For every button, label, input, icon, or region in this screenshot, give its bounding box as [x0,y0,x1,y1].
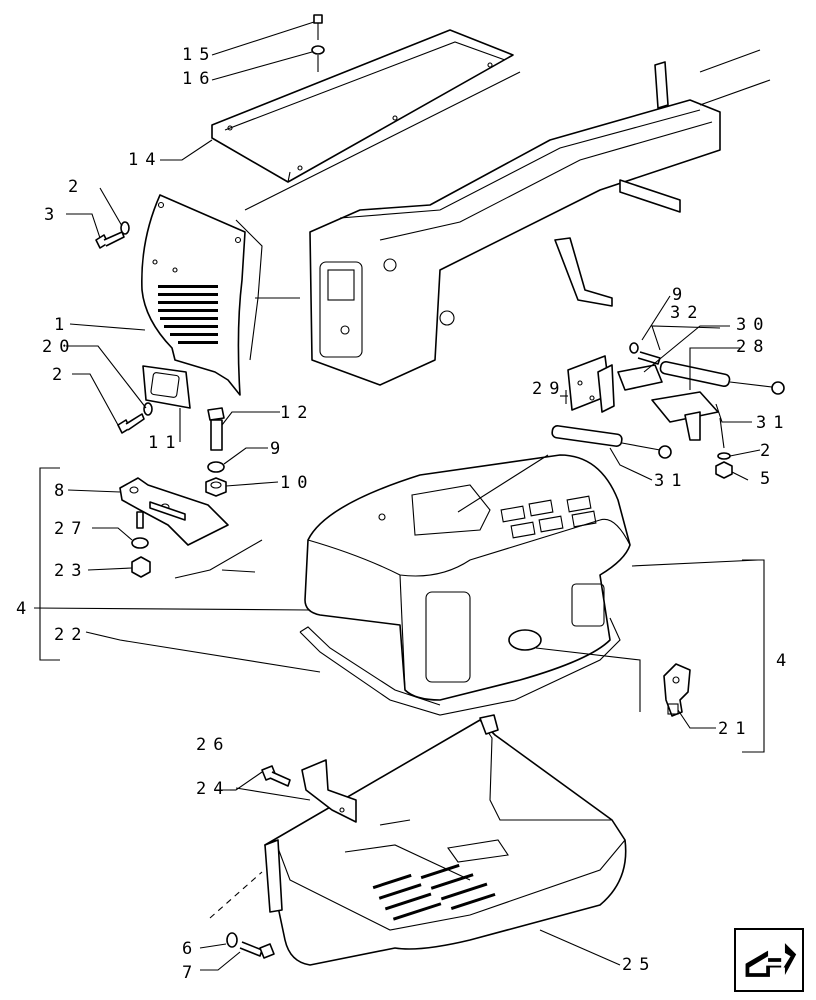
callout-27: 27 [54,519,88,539]
washer-16 [311,45,325,72]
top-cover-plate [211,29,514,183]
callout-32: 32 [670,303,704,323]
bolt-26 [261,765,291,787]
washer-2-top [120,221,130,235]
chassis-frame [244,49,771,386]
callout-31-lower: 31 [654,471,688,491]
grille-panel [141,194,263,396]
nut-23 [131,556,151,578]
callout-9-right: 9 [672,285,682,305]
washer-9-left [207,461,225,473]
bracket-24 [301,759,357,823]
washer-9-right [629,342,639,354]
bolt-12 [207,407,225,451]
callout-29: 29 [532,379,566,399]
callout-1: 1 [54,315,64,335]
leader-lines [33,21,761,971]
bolt-7 [239,941,275,959]
bracket-29 [567,355,615,413]
callout-5: 5 [760,469,770,489]
washer-2-lower [143,402,153,416]
hood-assembly [299,454,631,716]
callout-31-upper: 31 [756,413,790,433]
hood-latch [663,663,691,717]
callout-2-top: 2 [68,177,78,197]
bolt-20 [117,413,145,434]
callout-20: 20 [42,337,76,357]
washer-6 [226,932,238,948]
callout-3: 3 [44,205,54,225]
callout-labels: 15 16 14 2 3 1 20 2 11 12 9 10 8 27 23 4… [16,45,790,983]
grille-slots [158,285,218,344]
callout-28: 28 [736,337,770,357]
belly-pan-vents [372,863,496,921]
next-page-button[interactable] [734,928,804,992]
callout-4-right: 4 [776,651,786,671]
washer-2-right [717,452,731,460]
callout-8: 8 [54,481,64,501]
callout-15: 15 [182,45,216,65]
callout-12: 12 [280,403,314,423]
callout-24: 24 [196,779,230,799]
bolt-15 [313,14,323,40]
callout-7: 7 [182,963,192,983]
bolt-3 [95,231,125,249]
callout-11: 11 [148,433,182,453]
gas-strut-upper [659,360,785,395]
callout-23: 23 [54,561,88,581]
callout-14: 14 [128,150,162,170]
hinge-bracket [119,477,229,546]
bolt-32 [637,351,661,365]
callout-22: 22 [54,625,88,645]
assembly-bracket-left [39,467,60,661]
callout-9-left: 9 [270,439,280,459]
nut-5 [715,461,733,479]
callout-21: 21 [718,719,752,739]
washer-27 [131,537,149,549]
callout-6: 6 [182,939,192,959]
callout-16: 16 [182,69,216,89]
callout-2-left: 2 [52,365,62,385]
callout-4-left: 4 [16,599,26,619]
gas-strut-lower [551,425,672,459]
next-page-arrow-icon [745,943,797,977]
bracket-28 [651,391,719,441]
callout-25: 25 [622,955,656,975]
callout-10: 10 [280,473,314,493]
callout-30: 30 [736,315,770,335]
callout-2-right: 2 [760,441,770,461]
nut-10 [205,477,227,497]
bracket-30 [617,364,663,391]
callout-26: 26 [196,735,230,755]
cover-plate-11 [142,365,191,409]
belly-pan [264,714,627,966]
